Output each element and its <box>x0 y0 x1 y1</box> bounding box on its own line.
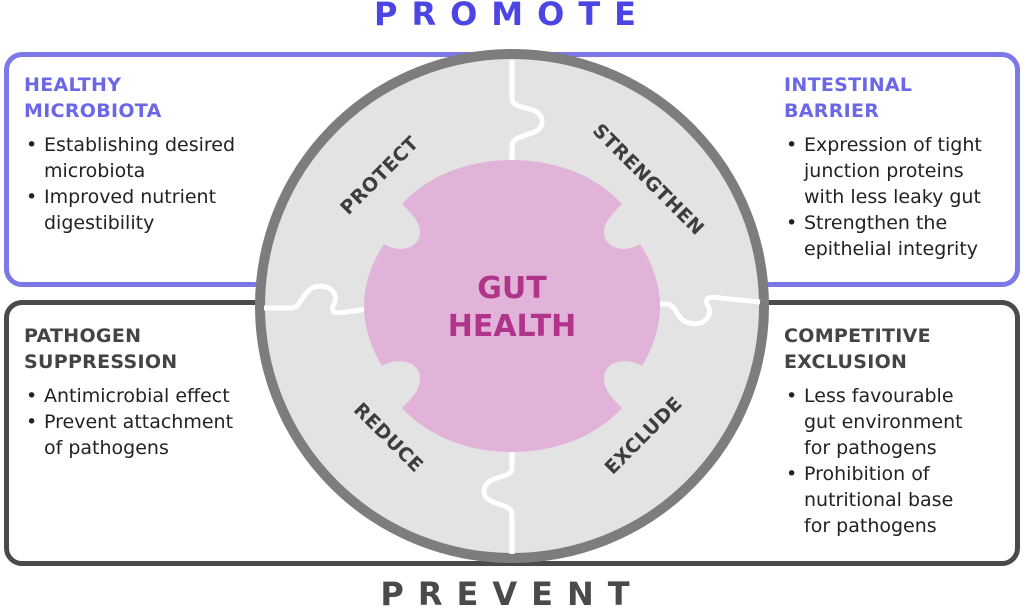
list-item: Less favourable gut environment for path… <box>784 383 1020 461</box>
list-item: Expression of tight junction proteins wi… <box>784 132 1020 210</box>
healthy-microbiota-title: HEALTHY MICROBIOTA <box>24 74 162 122</box>
puzzle-seams <box>264 60 761 554</box>
competitive-exclusion-title: COMPETITIVE EXCLUSION <box>784 325 931 373</box>
healthy-microbiota-list: Establishing desired microbiota Improved… <box>24 132 274 236</box>
healthy-microbiota-block: HEALTHY MICROBIOTA Establishing desired … <box>24 72 274 236</box>
list-item: Antimicrobial effect <box>24 383 274 409</box>
gut-health-piece <box>364 160 660 452</box>
pathogen-suppression-list: Antimicrobial effect Prevent attachment … <box>24 383 274 461</box>
competitive-exclusion-block: COMPETITIVE EXCLUSION Less favourable gu… <box>784 323 1020 539</box>
gut-label: GUT <box>477 271 547 306</box>
list-item: Prohibition of nutritional base for path… <box>784 461 1020 539</box>
intestinal-barrier-block: INTESTINAL BARRIER Expression of tight j… <box>784 72 1020 262</box>
list-item: Improved nutrient digestibility <box>24 184 274 236</box>
promote-heading: PROMOTE <box>373 0 651 33</box>
pathogen-suppression-title: PATHOGEN SUPPRESSION <box>24 325 178 373</box>
intestinal-barrier-title: INTESTINAL BARRIER <box>784 74 913 122</box>
competitive-exclusion-list: Less favourable gut environment for path… <box>784 383 1020 539</box>
prevent-heading: PREVENT <box>380 575 644 613</box>
health-label: HEALTH <box>448 309 577 344</box>
list-item: Prevent attachment of pathogens <box>24 409 274 461</box>
pathogen-suppression-block: PATHOGEN SUPPRESSION Antimicrobial effec… <box>24 323 274 461</box>
list-item: Strengthen the epithelial integrity <box>784 210 1020 262</box>
intestinal-barrier-list: Expression of tight junction proteins wi… <box>784 132 1020 262</box>
list-item: Establishing desired microbiota <box>24 132 274 184</box>
